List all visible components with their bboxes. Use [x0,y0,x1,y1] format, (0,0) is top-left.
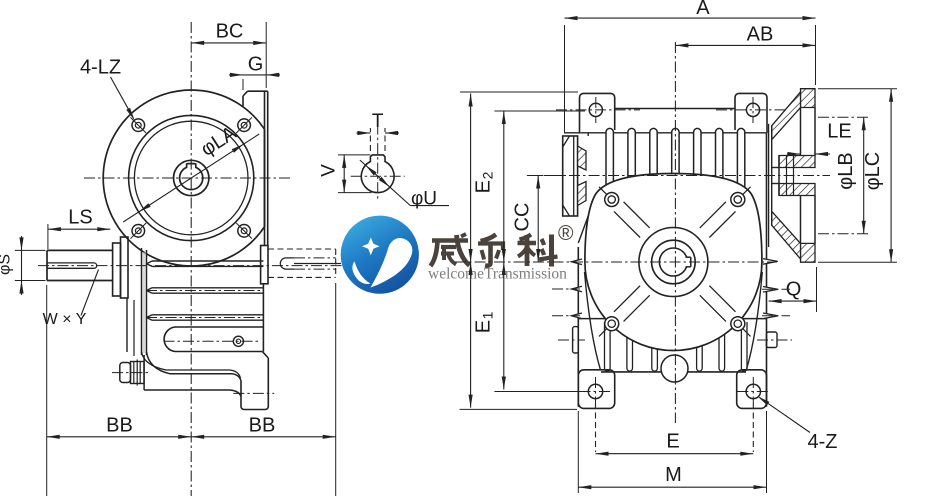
svg-text:E: E [473,180,495,193]
svg-text:E: E [473,320,495,333]
svg-text:Q: Q [786,279,802,301]
svg-text:4-LZ: 4-LZ [80,57,121,79]
svg-text:φS: φS [0,254,14,275]
svg-text:AB: AB [747,24,774,46]
svg-text:G: G [248,54,264,76]
svg-text:welcomeTransmission: welcomeTransmission [428,266,567,283]
svg-text:E: E [666,431,679,453]
svg-text:BB: BB [249,415,276,437]
svg-text:BB: BB [106,415,133,437]
svg-text:2: 2 [480,171,496,179]
svg-text:1: 1 [480,311,496,319]
svg-text:φLC: φLC [862,152,884,191]
svg-text:®: ® [558,222,574,245]
svg-text:V: V [319,164,340,177]
svg-text:W × Y: W × Y [43,311,87,328]
svg-text:A: A [696,0,710,19]
svg-text:BC: BC [216,21,244,43]
svg-text:CC: CC [512,203,534,232]
svg-text:M: M [665,464,682,486]
svg-text:φLB: φLB [835,152,857,189]
svg-text:LS: LS [68,207,92,229]
svg-text:LE: LE [827,121,851,143]
svg-text:φU: φU [411,189,437,210]
svg-text:T: T [372,111,384,132]
svg-text:4-Z: 4-Z [808,431,838,453]
